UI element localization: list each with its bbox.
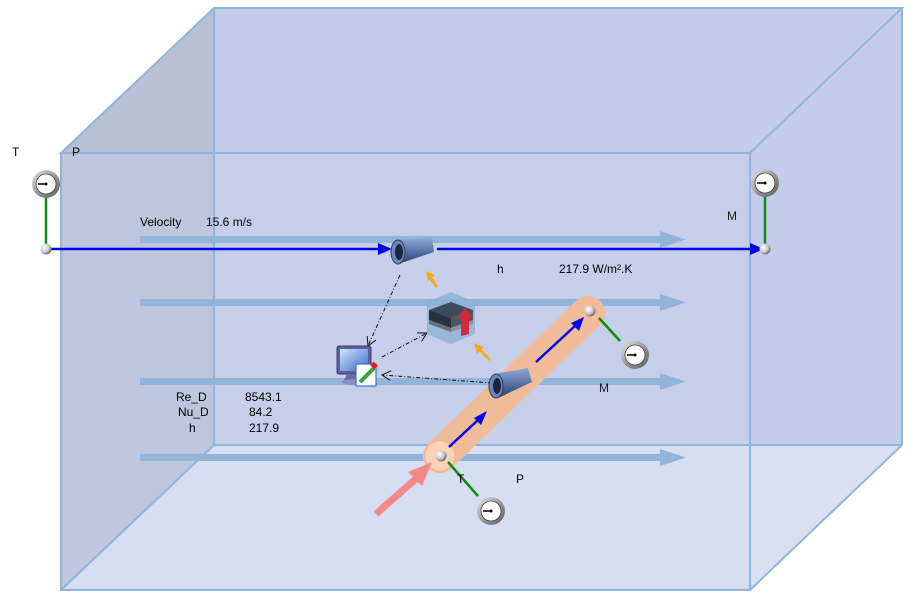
- duct-front-face: [61, 153, 750, 590]
- data-link: [381, 333, 427, 358]
- gauge-icon[interactable]: [477, 497, 505, 525]
- orange-arrow: [474, 343, 492, 362]
- connection-node-icon[interactable]: [584, 305, 596, 317]
- duct-outlet-m-label: M: [727, 209, 737, 223]
- tube-flow-meter[interactable]: [488, 368, 532, 399]
- heat-block-icon[interactable]: [427, 292, 475, 344]
- duct-inlet-t-label: T: [12, 145, 20, 159]
- gauge-icon[interactable]: [621, 341, 649, 369]
- tube-outlet-sensor[interactable]: [584, 305, 650, 370]
- data-links: [368, 274, 493, 384]
- heat-flux-arrows: [426, 271, 492, 362]
- duct-edges: [58, 7, 905, 591]
- duct-flow-meter[interactable]: [390, 238, 434, 265]
- gauge-icon[interactable]: [32, 170, 60, 198]
- h-label: h: [497, 262, 504, 276]
- result-name: Nu_D: [178, 405, 209, 419]
- flow-meter-icon[interactable]: [396, 238, 434, 264]
- tube-signal-line: [448, 317, 584, 448]
- duct-back-face: [214, 8, 902, 445]
- result-value: 8543.1: [245, 390, 282, 404]
- duct-outlet-sensor[interactable]: [751, 169, 779, 255]
- flow-arrow: [140, 231, 686, 248]
- tube-inlet-t-label: T: [457, 472, 465, 486]
- tube-inlet-p-label: P: [516, 472, 524, 486]
- gauge-icon[interactable]: [751, 169, 779, 197]
- duct-inlet-sensor[interactable]: [32, 170, 60, 255]
- result-name: Re_D: [176, 390, 207, 404]
- data-link: [368, 274, 401, 346]
- duct-signal-line: [46, 243, 764, 255]
- orange-arrow: [426, 271, 439, 288]
- flow-arrow: [140, 449, 686, 466]
- computer-icon[interactable]: [336, 345, 378, 387]
- connection-node-icon[interactable]: [435, 450, 447, 462]
- heat-input-arrow: [373, 462, 432, 517]
- flow-arrow: [140, 294, 686, 311]
- result-value: 217.9: [249, 421, 279, 435]
- tube-outlet-m-label: M: [599, 381, 609, 395]
- data-link: [382, 375, 493, 384]
- velocity-value: 15.6 m/s: [206, 215, 252, 229]
- result-value: 84.2: [249, 405, 273, 419]
- flow-arrow: [140, 373, 686, 390]
- connection-node-icon[interactable]: [759, 243, 771, 255]
- h-value: 217.9 W/m².K: [559, 262, 632, 276]
- duct-box: [58, 7, 905, 591]
- results-table: Re_D 8543.1 Nu_D 84.2 h 217.9: [176, 390, 282, 435]
- duct-inlet-p-label: P: [72, 145, 80, 159]
- velocity-label: Velocity: [140, 215, 181, 229]
- connection-node-icon[interactable]: [40, 243, 52, 255]
- result-name: h: [189, 421, 196, 435]
- tube-inlet-sensor[interactable]: [435, 450, 506, 526]
- flow-meter-icon[interactable]: [494, 368, 532, 398]
- air-flow-arrows: [140, 231, 686, 466]
